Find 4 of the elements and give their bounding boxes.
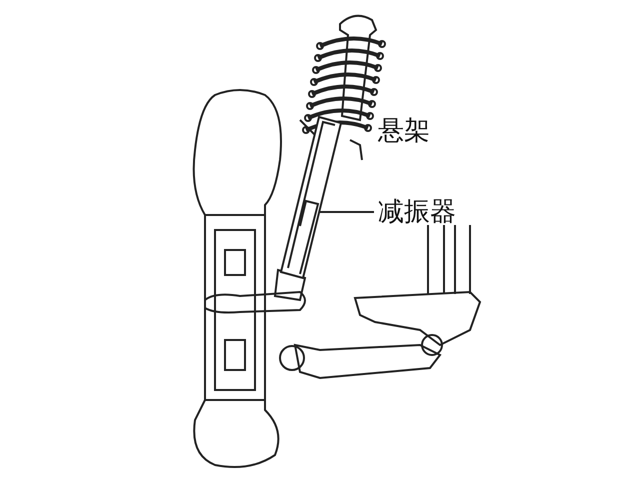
- part-label: 减振器: [378, 199, 456, 225]
- leader-line: [319, 211, 374, 213]
- part-label: 悬架: [378, 118, 430, 144]
- shock-absorber: [280, 116, 342, 280]
